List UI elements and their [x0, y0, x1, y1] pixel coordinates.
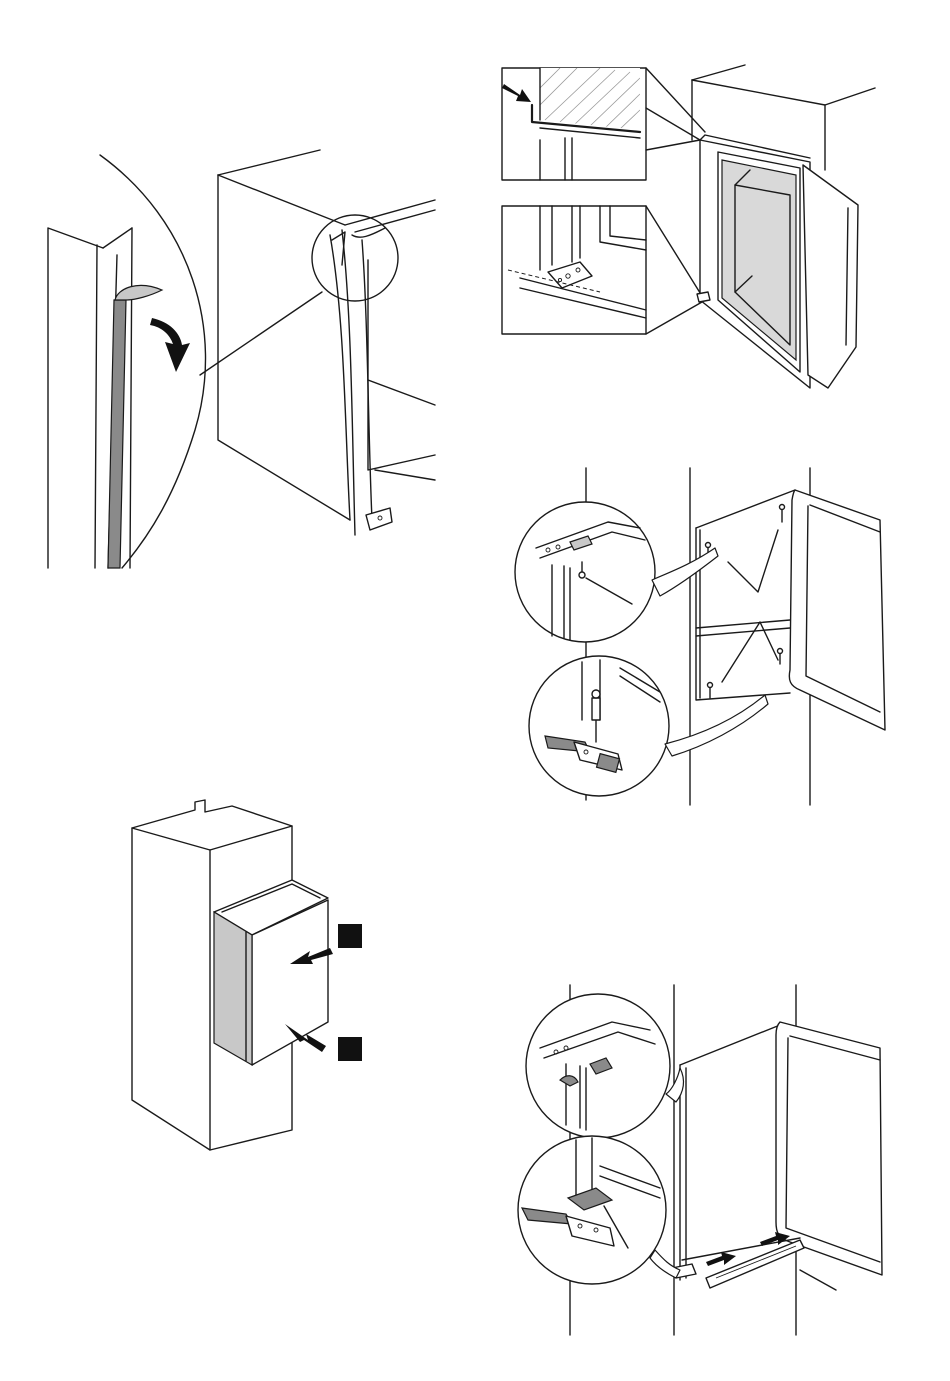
- peeled-tape: [115, 285, 162, 300]
- seal-strip: [108, 300, 126, 568]
- step-marker-2: [338, 1037, 362, 1061]
- step-marker-1: [338, 924, 362, 948]
- seal-peel-arrow-icon: [150, 318, 190, 372]
- zoom-upper: [515, 502, 655, 642]
- hinge-block: [366, 508, 392, 530]
- figure-cover-clip: [518, 985, 882, 1335]
- figure-screw-mounting: [515, 468, 885, 805]
- zoom-lower: [529, 656, 669, 796]
- figure-appliance-push-in: [132, 800, 362, 1150]
- fridge-door: [776, 1022, 882, 1275]
- cabinet-outline: [218, 150, 435, 535]
- figure-hinge-detail: [502, 65, 875, 388]
- cover-strip: [706, 1240, 804, 1288]
- seal-strip-detail: [48, 228, 190, 568]
- figure-seal-strip: [48, 150, 435, 568]
- screw-icon: [706, 505, 785, 699]
- fridge-door: [789, 490, 885, 730]
- fridge-door: [803, 165, 858, 388]
